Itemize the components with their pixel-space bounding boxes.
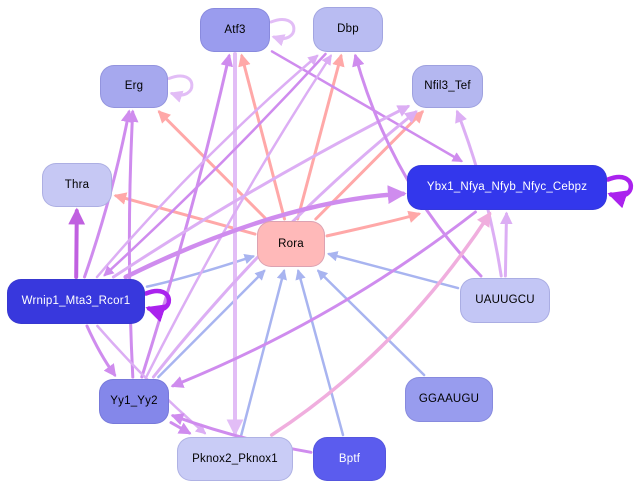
node-Thra[interactable]: Thra: [42, 163, 112, 207]
edge-Pknox2_Pknox1-Ybx1: [269, 211, 492, 437]
edge-Rora-Erg: [157, 110, 268, 221]
edge-UAUUGCU-Dbp: [352, 53, 483, 278]
node-Wrnip1[interactable]: Wrnip1_Mta3_Rcor1: [7, 279, 145, 324]
node-label: Atf3: [224, 23, 246, 36]
edge-Rora-Atf3: [238, 53, 286, 221]
self-loop-Erg: [167, 74, 194, 103]
node-label: Wrnip1_Mta3_Rcor1: [21, 295, 131, 308]
edge-Wrnip1-Rora: [145, 254, 255, 288]
self-loop-Wrnip1: [143, 288, 172, 323]
node-Atf3[interactable]: Atf3: [200, 8, 270, 52]
self-loop-Atf3: [269, 18, 296, 47]
edge-Wrnip1-Yy1_Yy2: [85, 324, 117, 378]
node-label: GGAAUGU: [418, 393, 480, 406]
node-Rora[interactable]: Rora: [257, 221, 325, 267]
node-label: Bptf: [338, 452, 361, 465]
edge-Yy1_Yy2-Erg: [125, 109, 139, 379]
edge-Ybx1-Yy1_Yy2: [170, 210, 477, 388]
node-Ybx1[interactable]: Ybx1_Nfya_Nfyb_Nfyc_Cebpz: [407, 165, 607, 210]
node-Erg[interactable]: Erg: [100, 65, 168, 108]
edge-Yy1_Yy2-Dbp: [145, 54, 332, 379]
edge-UAUUGCU-Rora: [326, 251, 460, 290]
node-Yy1_Yy2[interactable]: Yy1_Yy2: [99, 379, 169, 424]
edge-Bptf-Rora: [295, 268, 345, 437]
node-label: Rora: [278, 237, 304, 250]
edge-Dbp-Wrnip1: [103, 52, 327, 277]
edge-Yy1_Yy2-Pknox2_Pknox1: [169, 421, 192, 435]
edge-Yy1_Yy2-Atf3: [140, 53, 234, 379]
node-Nfil3_Tef[interactable]: Nfil3_Tef: [412, 65, 483, 108]
edge-Bptf-Yy1_Yy2: [170, 413, 313, 454]
self-loop-Ybx1: [605, 174, 634, 209]
edge-Yy1_Yy2-Rora: [157, 269, 266, 379]
node-Pknox2_Pknox1[interactable]: Pknox2_Pknox1: [177, 437, 293, 481]
edge-Wrnip1-Dbp: [95, 54, 319, 279]
edge-Wrnip1-Thra: [68, 207, 86, 279]
node-label: Erg: [124, 80, 144, 93]
node-label: UAUUGCU: [475, 294, 535, 307]
node-Dbp[interactable]: Dbp: [313, 7, 383, 52]
node-label: Thra: [64, 178, 90, 191]
edge-Pknox2_Pknox1-Rora: [240, 268, 287, 437]
edge-Atf3-Ybx1: [270, 50, 464, 163]
edge-Rora-Dbp: [296, 53, 345, 221]
node-label: Dbp: [337, 23, 359, 36]
node-Bptf[interactable]: Bptf: [313, 437, 386, 481]
edge-Wrnip1-Ybx1: [123, 185, 407, 280]
edge-Wrnip1-Nfil3_Tef: [111, 105, 411, 279]
node-label: Ybx1_Nfya_Nfyb_Nfyc_Cebpz: [426, 181, 588, 194]
edge-UAUUGCU-Ybx1: [500, 211, 513, 278]
node-label: Pknox2_Pknox1: [192, 452, 278, 465]
edge-Rora-Nfil3_Tef: [314, 110, 424, 221]
edge-Rora-Ybx1: [325, 210, 422, 238]
node-label: Yy1_Yy2: [110, 395, 158, 408]
edge-GGAAUGU-Rora: [316, 269, 426, 377]
node-UAUUGCU[interactable]: UAUUGCU: [460, 278, 550, 323]
node-GGAAUGU[interactable]: GGAAUGU: [405, 377, 493, 422]
node-label: Nfil3_Tef: [424, 80, 471, 93]
